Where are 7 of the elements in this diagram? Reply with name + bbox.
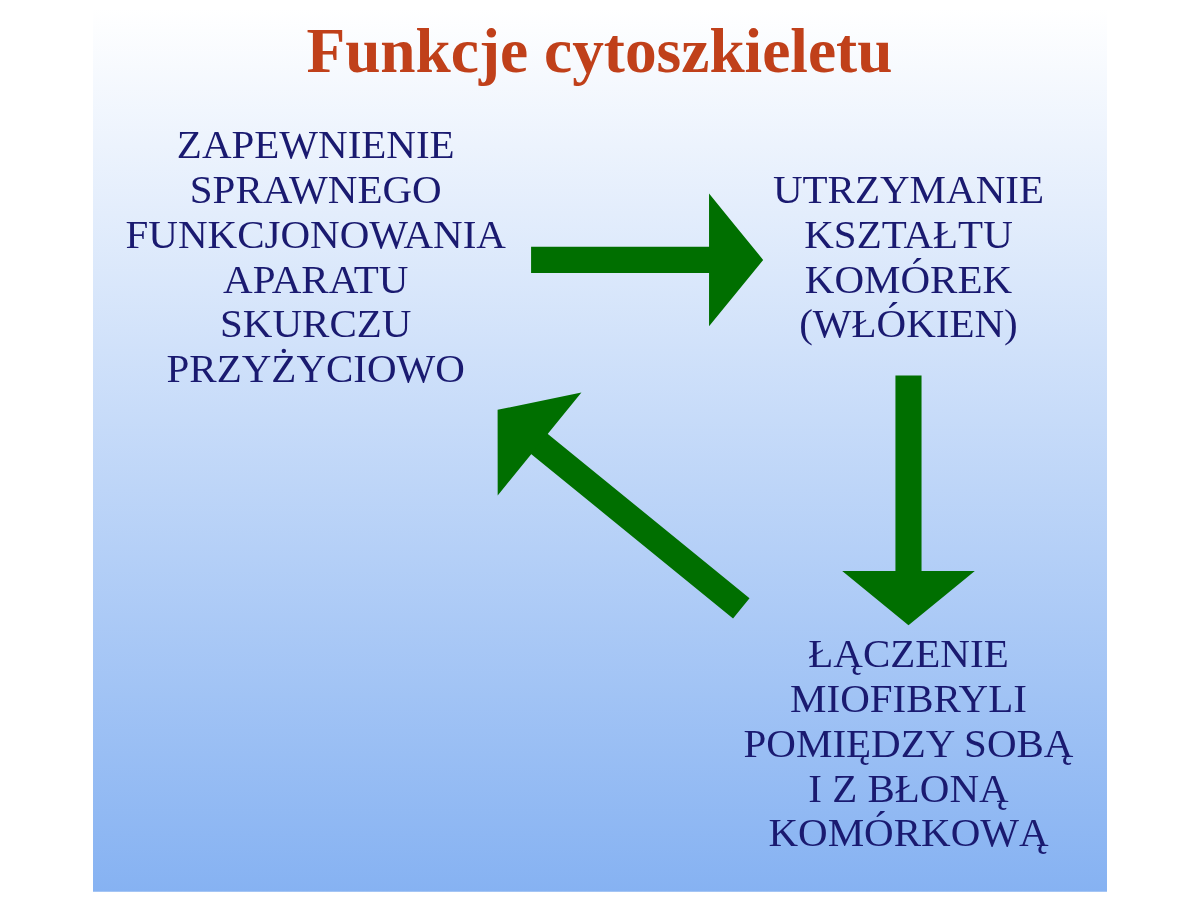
arrow	[497, 392, 750, 619]
node-text: ŁĄCZENIE MIOFIBRYLI POMIĘDZY SOBĄ I Z BŁONĄ KOMÓRKOWĄ	[743, 630, 1074, 856]
arrow	[842, 375, 975, 626]
arrow	[531, 193, 764, 327]
node-text: UTRZYMANIE KSZTAŁTU KOMÓREK (WŁÓKIEN)	[772, 166, 1044, 347]
node-text: ZAPEWNIENIE SPRAWNEGO FUNKCJONOWANIA APARATU SKURCZU PRZYŻYCIOWO	[125, 121, 506, 392]
diagram-title: Funkcje cytoszkieletu	[306, 15, 893, 86]
